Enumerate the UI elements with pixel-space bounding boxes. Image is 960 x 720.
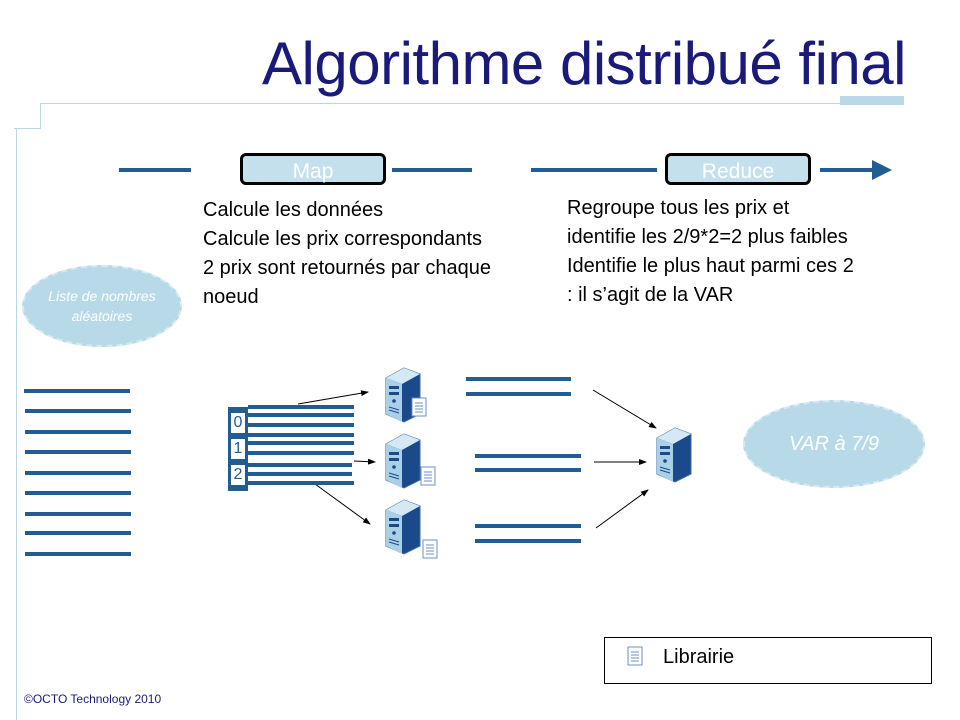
divider-left bbox=[16, 128, 17, 720]
arrow-to-reducer-3 bbox=[595, 489, 649, 529]
input-cloud: Liste de nombres aléatoires bbox=[22, 265, 182, 347]
map-output-bar bbox=[466, 392, 571, 396]
partition-row-bar bbox=[248, 481, 354, 485]
flow-segment bbox=[119, 168, 191, 172]
data-row-bar bbox=[25, 512, 131, 516]
reduce-desc-line: : il s’agit de la VAR bbox=[567, 284, 734, 306]
reduce-desc-line: Identifie le plus haut parmi ces 2 bbox=[567, 255, 854, 277]
arrow-to-server-3 bbox=[314, 483, 371, 525]
input-cloud-line: Liste de nombres bbox=[48, 288, 156, 304]
map-output-bar bbox=[475, 454, 581, 458]
legend-label: Librairie bbox=[663, 646, 735, 668]
document-icon bbox=[420, 466, 436, 486]
partition-index: 0 bbox=[231, 413, 245, 433]
map-output-bar bbox=[475, 468, 581, 472]
partition-index: 1 bbox=[231, 439, 245, 459]
reduce-phase-box: Reduce bbox=[665, 153, 811, 185]
output-cloud: VAR à 7/9 bbox=[743, 400, 925, 488]
partition-row-bar bbox=[248, 451, 354, 455]
reduce-desc-line: identifie les 2/9*2=2 plus faibles bbox=[567, 226, 848, 248]
data-row-bar bbox=[25, 409, 131, 413]
partition-row-bar bbox=[248, 441, 354, 445]
data-row-bar bbox=[25, 552, 131, 556]
data-row-bar bbox=[24, 389, 130, 393]
map-desc-line: Calcule les données bbox=[203, 199, 384, 221]
flow-segment bbox=[820, 168, 874, 172]
reducer-server-icon bbox=[656, 427, 692, 483]
data-row-bar bbox=[25, 450, 131, 454]
flow-arrow-head bbox=[872, 160, 892, 180]
document-icon bbox=[422, 539, 438, 559]
data-row-bar bbox=[25, 430, 131, 434]
divider-corner bbox=[40, 103, 41, 129]
data-row-bar bbox=[25, 491, 131, 495]
partition-row-bar bbox=[248, 405, 354, 409]
divider-step bbox=[14, 128, 41, 129]
partition-index-column: 0 1 2 bbox=[228, 407, 248, 491]
map-output-bar bbox=[475, 524, 581, 528]
legend-box: Librairie bbox=[604, 637, 932, 684]
partition-row-bar bbox=[248, 423, 354, 427]
page-title: Algorithme distribué final bbox=[262, 30, 906, 97]
data-row-bar bbox=[25, 471, 131, 475]
divider-top bbox=[40, 103, 904, 104]
map-phase-box: Map bbox=[240, 153, 386, 185]
partition-index: 2 bbox=[231, 465, 245, 485]
map-desc-line: noeud bbox=[203, 286, 259, 308]
flow-segment bbox=[531, 168, 657, 172]
partition-row-bar bbox=[248, 433, 354, 437]
partition-row-bar bbox=[248, 413, 354, 417]
map-desc-line: Calcule les prix correspondants bbox=[203, 228, 483, 250]
flow-segment bbox=[392, 168, 472, 172]
title-accent-bar bbox=[840, 96, 904, 105]
footer-copyright: ©OCTO Technology 2010 bbox=[24, 692, 162, 706]
arrow-to-server-2 bbox=[353, 458, 376, 465]
arrow-to-reducer-1 bbox=[592, 389, 657, 429]
data-row-bar bbox=[25, 531, 131, 535]
map-output-bar bbox=[466, 377, 571, 381]
arrow-to-server-1 bbox=[297, 390, 369, 405]
document-icon bbox=[411, 397, 427, 417]
input-cloud-line: aléatoires bbox=[71, 308, 133, 324]
map-description: Calcule les données Calcule les prix cor… bbox=[203, 196, 491, 312]
reduce-description: Regroupe tous les prix et identifie les … bbox=[567, 194, 854, 310]
server-icon bbox=[385, 433, 421, 489]
server-icon bbox=[385, 499, 421, 555]
map-desc-line: 2 prix sont retournés par chaque bbox=[203, 257, 491, 279]
map-output-bar bbox=[475, 539, 581, 543]
server-icon bbox=[385, 367, 421, 423]
partition-row-bar bbox=[248, 463, 352, 467]
partition-row-bar bbox=[248, 472, 352, 476]
reduce-desc-line: Regroupe tous les prix et bbox=[567, 197, 790, 219]
